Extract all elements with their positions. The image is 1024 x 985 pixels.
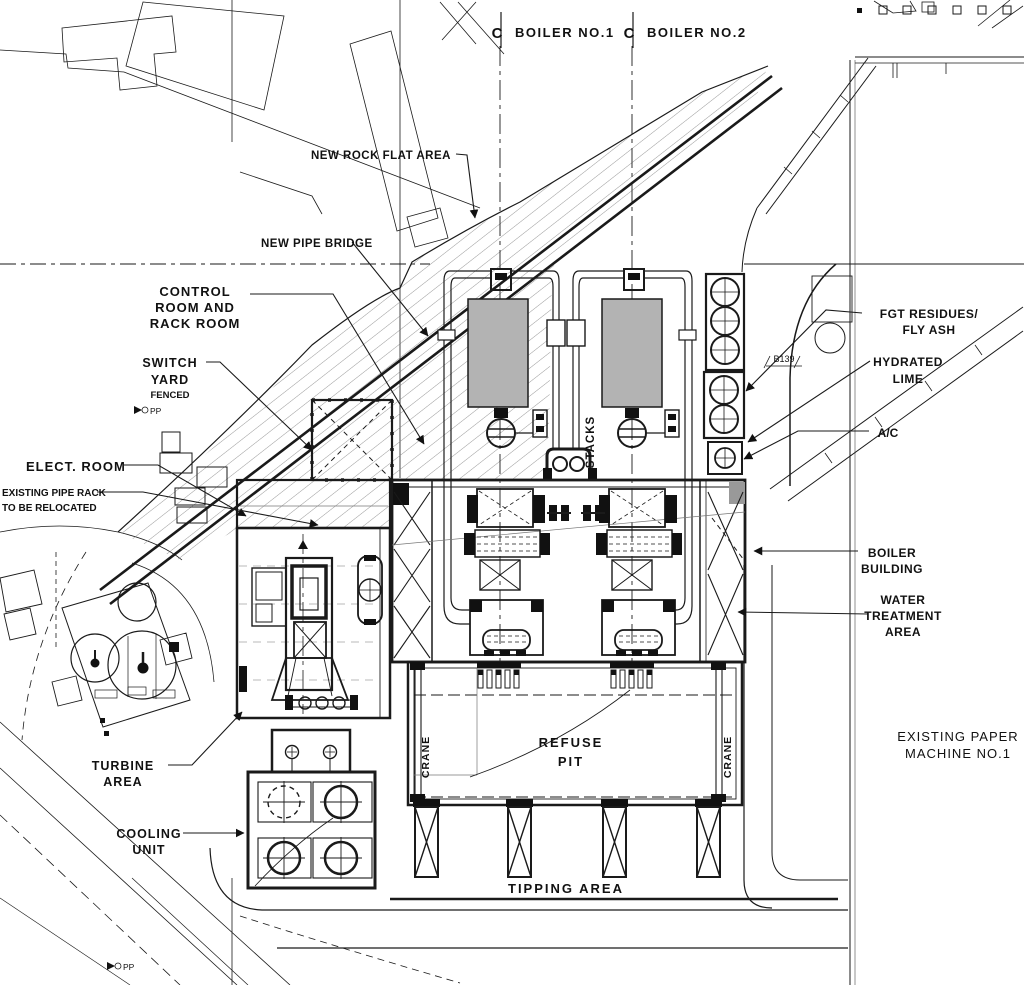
centerline-symbol-1: C: [492, 25, 503, 42]
existing-tank-farm: [0, 552, 193, 736]
tipping-area-label: TIPPING AREA: [508, 881, 624, 896]
ac-silo: [707, 441, 743, 475]
tipping-column: [695, 799, 722, 878]
crane-label-left: CRANE: [420, 736, 432, 778]
boiler-unit-structures: [437, 268, 697, 625]
tipping-column: [601, 799, 628, 878]
fgt-residues-label-2: FLY ASH: [902, 323, 955, 337]
crane-label-right: CRANE: [722, 736, 734, 778]
boiler-no2-label: BOILER NO.2: [647, 25, 747, 40]
refuse-pit: [406, 660, 744, 807]
tipping-column: [506, 799, 533, 878]
pp-marker-bottom-label: PP: [123, 962, 135, 972]
ac-label: A/C: [878, 426, 899, 440]
existing-pipe-rack-label-2: TO BE RELOCATED: [2, 503, 97, 514]
pp-marker-top-label: PP: [150, 406, 162, 416]
refuse-pit-label-1: REFUSE: [539, 735, 604, 750]
new-pipe-bridge-lines: [99, 74, 783, 606]
boiler-building-label-2: BUILDING: [861, 562, 923, 576]
control-room-label-1: CONTROL: [159, 284, 230, 299]
hydrated-lime-label-1: HYDRATED: [873, 355, 943, 369]
hydrated-lime-label-2: LIME: [893, 372, 924, 386]
water-treatment-label-3: AREA: [885, 625, 921, 639]
hydrated-lime-silos: [702, 370, 746, 440]
switch-yard-fenced-label: FENCED: [150, 390, 189, 401]
boiler-no1-label: BOILER NO.1: [515, 25, 615, 40]
tipping-column: [413, 799, 440, 878]
existing-paper-machine-label-2: MACHINE NO.1: [905, 746, 1011, 761]
pp-marker-top: PP: [134, 406, 162, 416]
grab-cranes: [477, 662, 654, 689]
centerline-symbol-2: C: [624, 25, 635, 42]
refuse-pit-label-2: PIT: [558, 754, 584, 769]
elect-room-blocks: [159, 431, 228, 524]
water-treatment-label-1: WATER: [881, 593, 926, 607]
existing-pipe-rack-label-1: EXISTING PIPE RACK: [2, 488, 107, 499]
boiler-no2-bunker: [601, 298, 663, 408]
building-number-label: B139: [773, 354, 794, 364]
tipping-area-structures: [390, 799, 838, 901]
leader-lines: [97, 153, 871, 838]
rock-flat-area: [117, 65, 769, 560]
switch-yard-label-1: SWITCH: [142, 356, 197, 370]
turbine-area-label-1: TURBINE: [92, 759, 155, 773]
turbine-area-label-2: AREA: [103, 775, 142, 789]
fgt-residues-label-1: FGT RESIDUES/: [880, 307, 979, 321]
boiler-no1-bunker: [467, 298, 529, 408]
inter-train-fittings: [547, 505, 605, 521]
elect-room-label: ELECT. ROOM: [26, 459, 126, 474]
cooling-unit-structure: [246, 728, 377, 890]
crane-rails: [414, 668, 723, 799]
cooling-unit-label-1: COOLING: [116, 827, 181, 841]
water-treatment-label-2: TREATMENT: [864, 609, 942, 623]
turbine-building: [235, 526, 392, 720]
control-room-label-2: ROOM AND: [155, 300, 235, 315]
new-pipe-bridge-label: NEW PIPE BRIDGE: [261, 238, 373, 250]
switch-yard-label-2: YARD: [151, 373, 189, 387]
control-room-label-3: RACK ROOM: [150, 316, 241, 331]
stacks-label: STACKS: [585, 416, 597, 468]
cooling-unit-label-2: UNIT: [132, 843, 165, 857]
existing-paper-machine-label-1: EXISTING PAPER: [897, 729, 1018, 744]
existing-site-lines: [0, 0, 1024, 478]
fgt-fly-ash-silos: [704, 272, 746, 372]
stacks-cradle: [545, 447, 592, 478]
new-rock-flat-area-label: NEW ROCK FLAT AREA: [311, 150, 451, 162]
text-labels: C BOILER NO.1 C BOILER NO.2 NEW ROCK FLA…: [2, 25, 1018, 972]
existing-paper-machine-building: [849, 0, 1024, 985]
boiler-building-label-1: BOILER: [868, 546, 916, 560]
misc-right-structures: [741, 57, 1024, 502]
pp-marker-bottom: PP: [107, 962, 135, 972]
boiler-train: [464, 488, 550, 656]
